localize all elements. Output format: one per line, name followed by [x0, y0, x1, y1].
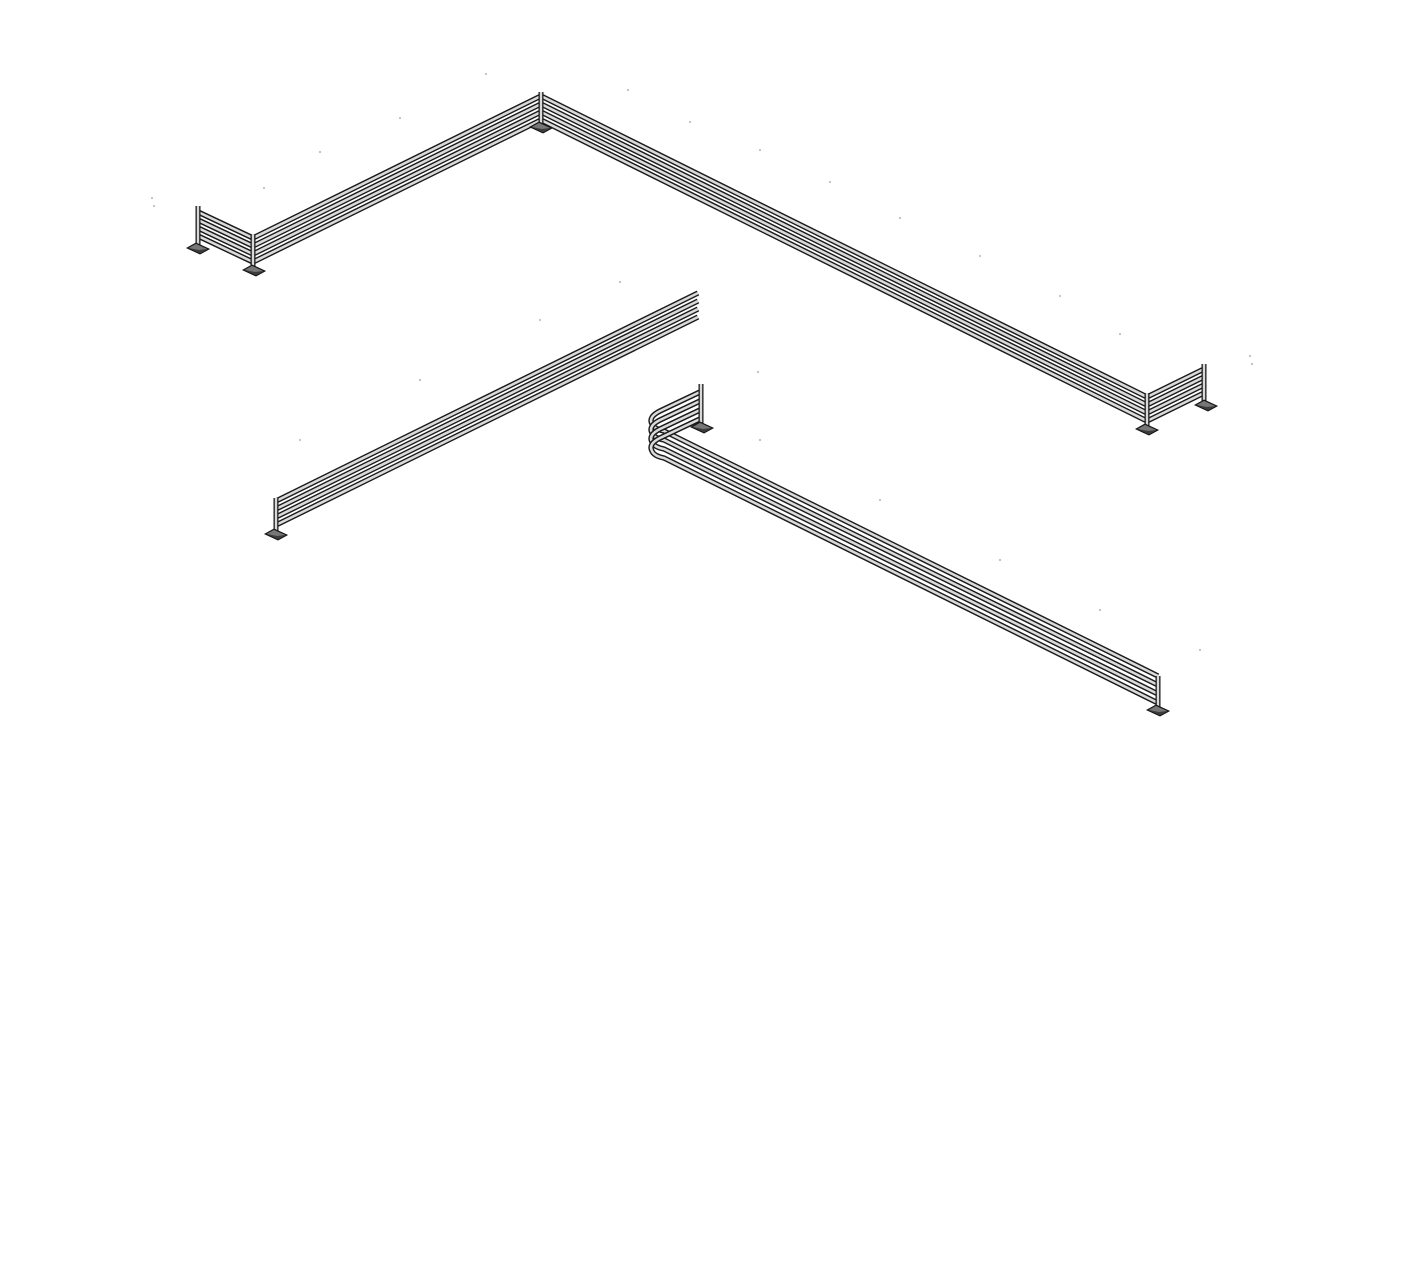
speck-26 [1199, 649, 1201, 651]
speck-10 [829, 181, 831, 183]
speck-1 [151, 197, 153, 199]
faint-construction-specks [151, 73, 1253, 651]
speck-20 [539, 319, 541, 321]
upper-main-rail-4 [252, 118, 1148, 423]
speck-22 [759, 439, 761, 441]
speck-12 [979, 255, 981, 257]
upper-right-return-rail-3 [1146, 383, 1205, 415]
middle-rail-4 [275, 315, 699, 527]
speck-4 [319, 151, 321, 153]
upper-footing-left-corner-top [245, 266, 263, 272]
lower-footing-return-end-top [693, 423, 711, 429]
upper-left-return-rail-2 [197, 218, 254, 248]
speck-5 [399, 117, 401, 119]
upper-l-shaped-railing [185, 92, 1219, 436]
speck-15 [1249, 355, 1251, 357]
upper-main-rail-3-outline [251, 109, 1149, 416]
speck-13 [1059, 295, 1061, 297]
speck-17 [757, 371, 759, 373]
speck-2 [153, 205, 155, 207]
upper-footing-apex-top [532, 123, 550, 129]
speck-3 [263, 187, 265, 189]
speck-16 [1251, 363, 1253, 365]
upper-main-rail-4-outline [251, 117, 1149, 424]
upper-main-rail-3 [252, 110, 1148, 415]
lower-footing-far-end-top [1149, 706, 1167, 712]
railings-group [185, 92, 1219, 717]
upper-right-return-rail-4 [1146, 391, 1205, 423]
speck-14 [1119, 333, 1121, 335]
speck-23 [879, 499, 881, 501]
upper-main-rail-2-outline [251, 101, 1149, 408]
speck-11 [899, 217, 901, 219]
lower-rail-2 [649, 399, 1159, 687]
middle-left-straight-railing [263, 290, 700, 541]
middle-footing-end-top [267, 530, 285, 536]
lower-rail-4 [649, 417, 1159, 705]
speck-25 [1099, 609, 1101, 611]
speck-24 [999, 559, 1001, 561]
upper-left-return-rail-4 [197, 234, 254, 264]
lower-rail-1 [649, 390, 1159, 678]
lower-rail-1-outline [648, 389, 1160, 679]
middle-rail-2 [275, 299, 699, 511]
upper-main-rail-2 [252, 102, 1148, 407]
upper-footing-right-corner-top [1138, 425, 1156, 431]
upper-right-return-rail-2 [1146, 375, 1205, 407]
speck-9 [759, 149, 761, 151]
middle-rail-3 [275, 307, 699, 519]
speck-7 [627, 89, 629, 91]
speck-19 [419, 379, 421, 381]
upper-left-return-rail-1 [197, 210, 254, 240]
speck-8 [689, 121, 691, 123]
speck-21 [619, 281, 621, 283]
upper-footing-left-end-top [189, 244, 207, 250]
speck-6 [485, 73, 487, 75]
upper-right-return-rail-1 [1146, 367, 1205, 399]
upper-footing-right-end-top [1197, 401, 1215, 407]
upper-left-return-rail-3 [197, 226, 254, 256]
lower-right-returned-railing [648, 384, 1171, 717]
middle-rail-1 [275, 291, 699, 503]
speck-18 [299, 439, 301, 441]
lower-rail-2-outline [648, 398, 1160, 688]
